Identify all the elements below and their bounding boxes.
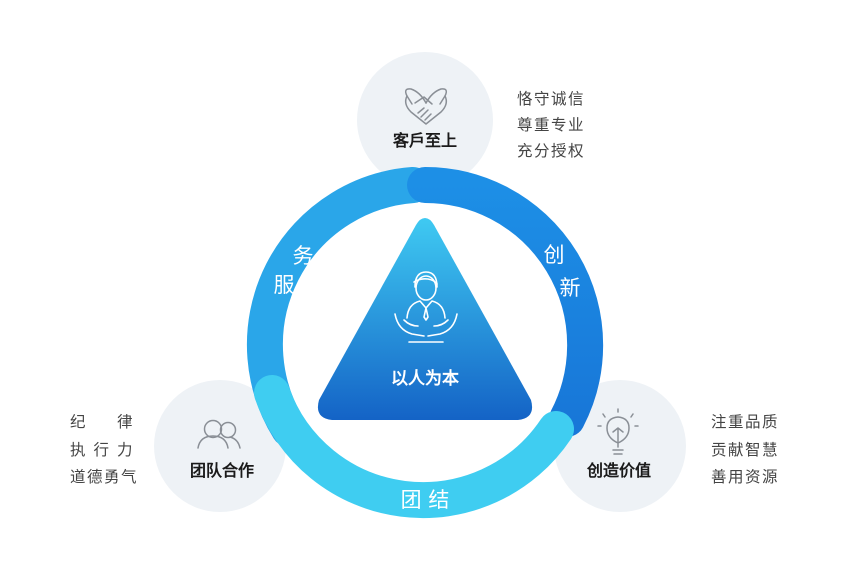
- unity-label: 团 结: [401, 488, 450, 512]
- customer-node-title: 客戶至上: [393, 131, 457, 150]
- innovation-label-char-2: 新: [560, 276, 581, 300]
- customer-value-1: 恪守诚信: [517, 90, 585, 108]
- team-icon: [197, 419, 241, 449]
- customer-value-2: 尊重专业: [517, 116, 585, 134]
- unity-arc: [254, 375, 574, 519]
- innovation-arc: [407, 167, 604, 437]
- service-label-char-1: 务: [293, 244, 314, 268]
- person-in-hands-icon: [394, 271, 458, 343]
- team-value-1: 纪 律: [70, 413, 134, 431]
- customer-value-3: 充分授权: [517, 142, 585, 160]
- value-value-3: 善用资源: [711, 468, 779, 486]
- service-label-char-2: 服: [274, 273, 295, 297]
- handshake-icon: [404, 88, 448, 125]
- lightbulb-icon: [597, 408, 639, 455]
- value-value-1: 注重品质: [711, 413, 779, 431]
- value-node-title: 创造价值: [586, 461, 651, 480]
- team-value-3: 道德勇气: [70, 468, 138, 486]
- innovation-label-char-1: 创: [544, 243, 565, 267]
- team-node-title: 团队合作: [190, 461, 254, 480]
- team-node-bg: [154, 380, 286, 512]
- value-value-2: 贡献智慧: [711, 441, 779, 459]
- team-value-2: 执行力: [70, 441, 134, 459]
- center-title: 以人为本: [391, 368, 459, 389]
